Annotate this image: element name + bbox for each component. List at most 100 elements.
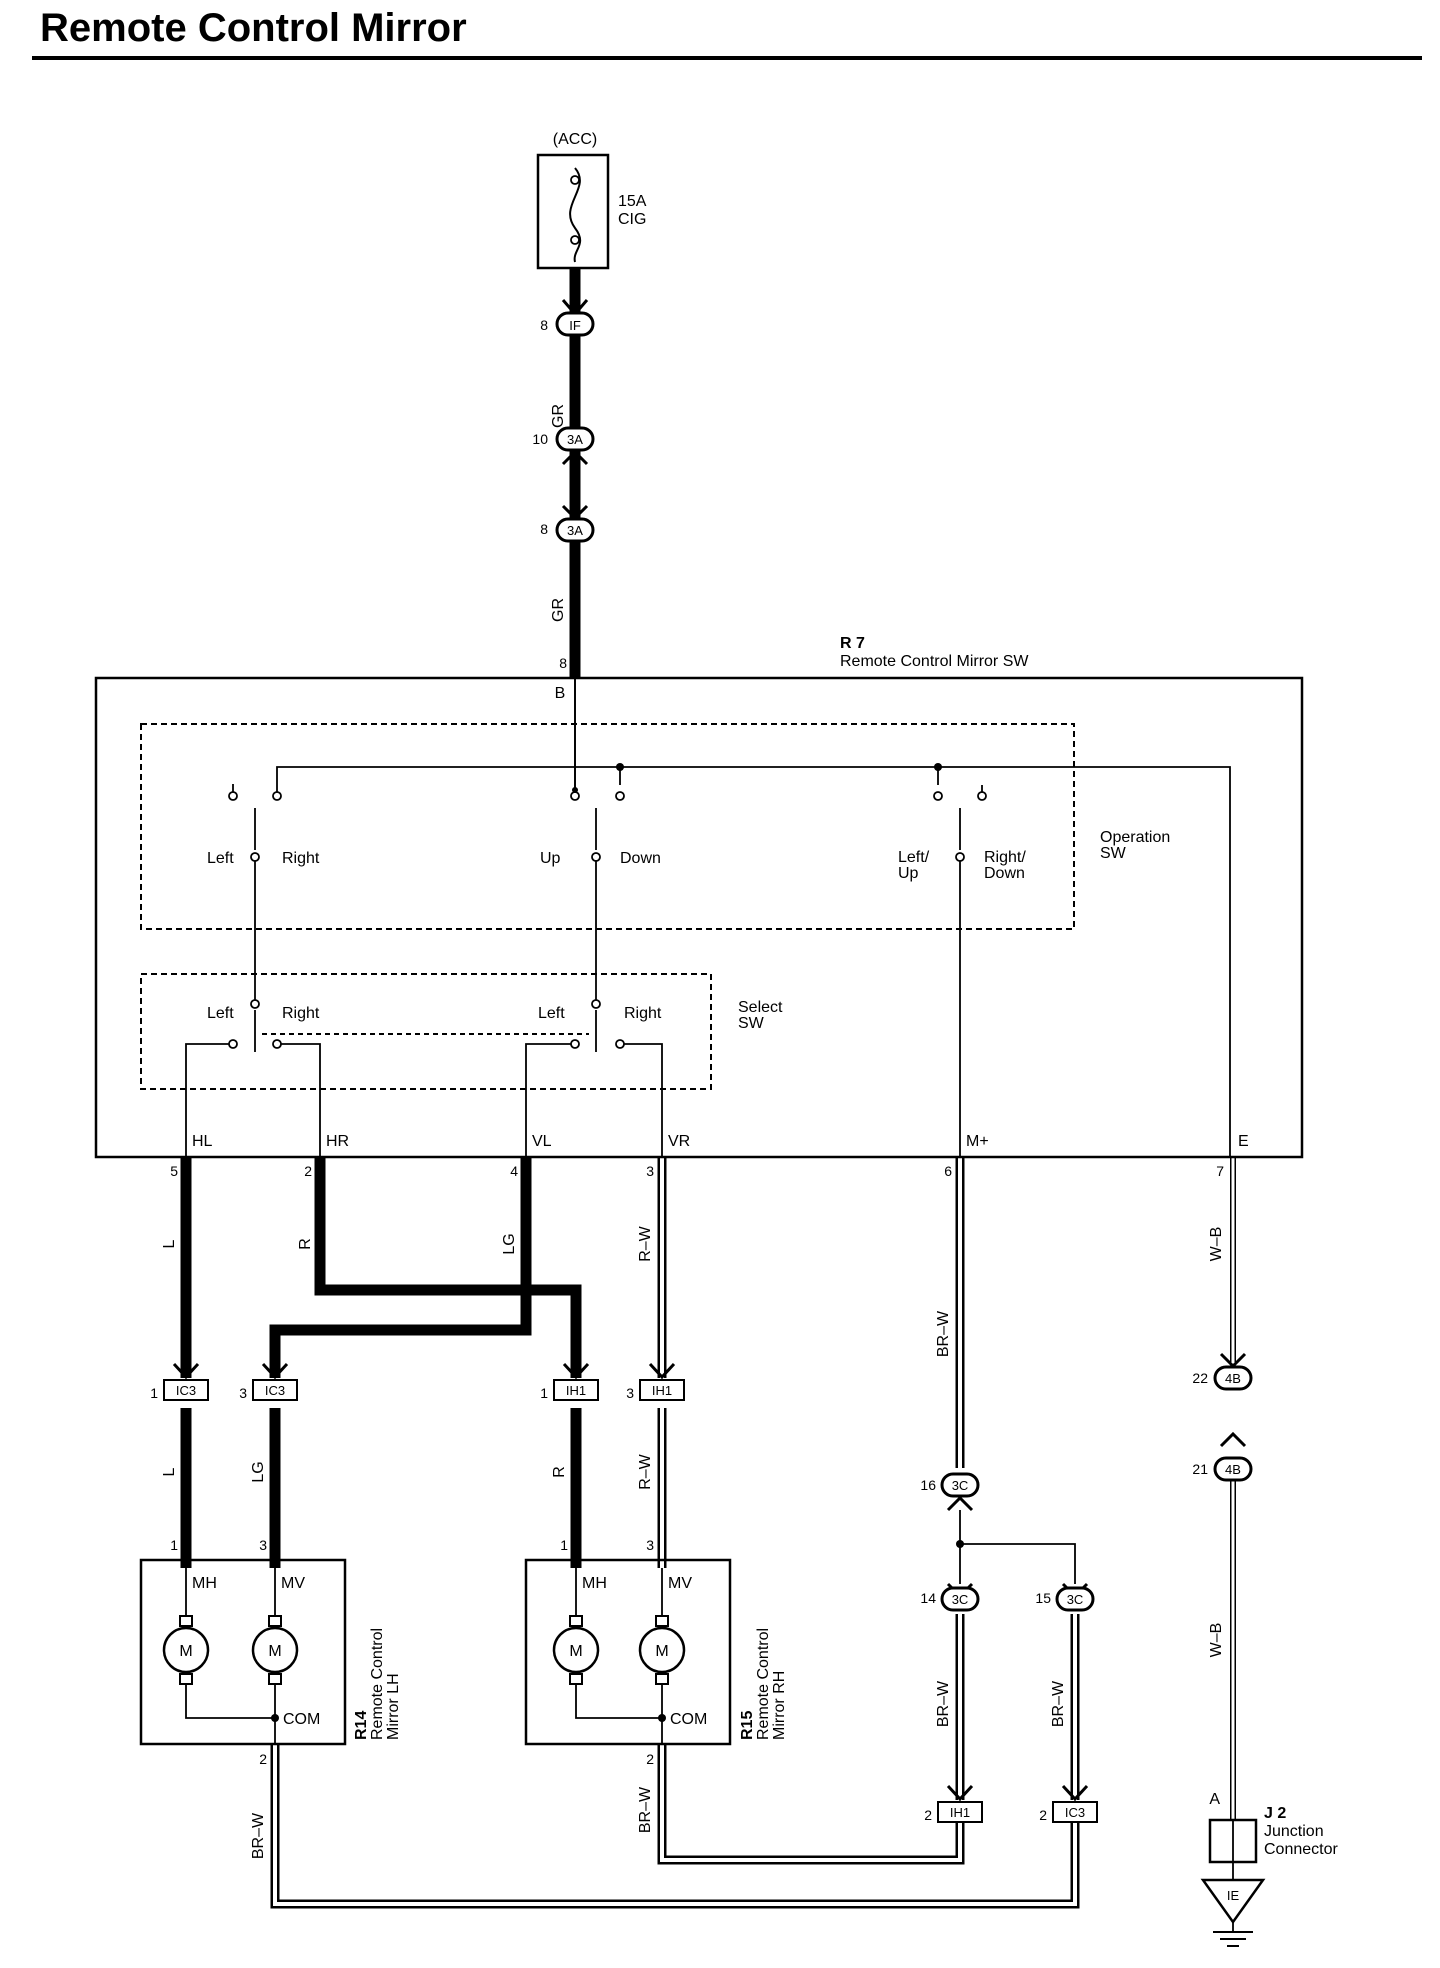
svg-text:15: 15 bbox=[1035, 1590, 1051, 1606]
wire-lg-upper bbox=[269, 1157, 532, 1378]
op-right-down-1: Right/ bbox=[984, 849, 1026, 866]
svg-text:7: 7 bbox=[1216, 1163, 1224, 1179]
mirror-lh-box bbox=[139, 1558, 347, 1746]
svg-text:8: 8 bbox=[540, 521, 548, 537]
svg-text:3: 3 bbox=[239, 1385, 247, 1401]
mirror-rh-box bbox=[524, 1558, 732, 1746]
pin-b-number: 8 bbox=[559, 655, 567, 671]
svg-text:2: 2 bbox=[646, 1751, 654, 1767]
mirror-rh-r15: 1 3 MH MV M M COM 2 R15 Remote Control M… bbox=[524, 1537, 788, 1767]
connector-4b-22: 22 4B bbox=[1192, 1352, 1253, 1391]
svg-text:Mirror LH: Mirror LH bbox=[385, 1673, 402, 1740]
connector-3a-10: 10 3A bbox=[532, 426, 595, 466]
svg-text:IC3: IC3 bbox=[176, 1383, 196, 1398]
op-left-up-1: Left/ bbox=[898, 849, 930, 866]
switch-name: Remote Control Mirror SW bbox=[840, 653, 1029, 670]
fuse-box bbox=[536, 153, 610, 270]
mirror-switch-r7: R 7 Remote Control Mirror SW 8 B Operati… bbox=[94, 635, 1304, 1179]
terminal-mplus: M+ bbox=[966, 1133, 989, 1150]
op-up: Up bbox=[540, 850, 561, 867]
wire-label-gr-upper: GR bbox=[550, 404, 567, 428]
svg-text:BR–W: BR–W bbox=[935, 1310, 952, 1357]
svg-text:R: R bbox=[551, 1466, 568, 1478]
connector-ic3-3: 3 IC3 bbox=[239, 1362, 298, 1401]
acc-label: (ACC) bbox=[553, 131, 597, 148]
svg-text:W–B: W–B bbox=[1208, 1227, 1225, 1262]
select-sw-label-1: Select bbox=[738, 999, 783, 1016]
svg-text:2: 2 bbox=[304, 1163, 312, 1179]
connector-ih1-3: 3 IH1 bbox=[626, 1362, 685, 1401]
connector-if-8: 8 IF bbox=[540, 299, 595, 337]
terminal-vr: VR bbox=[668, 1133, 690, 1150]
svg-text:5: 5 bbox=[170, 1163, 178, 1179]
fuse-rating: 15A bbox=[618, 193, 647, 210]
wire-brw-rh bbox=[657, 1744, 965, 1865]
svg-text:R15: R15 bbox=[739, 1711, 756, 1740]
svg-text:22: 22 bbox=[1192, 1370, 1208, 1386]
svg-text:3C: 3C bbox=[952, 1478, 969, 1493]
svg-text:16: 16 bbox=[920, 1477, 936, 1493]
svg-text:1: 1 bbox=[540, 1385, 548, 1401]
svg-text:MV: MV bbox=[668, 1575, 692, 1592]
connector-ic3-2: 2 IC3 bbox=[1039, 1784, 1098, 1823]
svg-text:MH: MH bbox=[582, 1575, 607, 1592]
wire-r-upper bbox=[314, 1157, 582, 1378]
svg-text:IC3: IC3 bbox=[1065, 1805, 1085, 1820]
svg-text:3A: 3A bbox=[567, 523, 583, 538]
svg-text:W–B: W–B bbox=[1208, 1623, 1225, 1658]
fuse-cig: (ACC) 15A CIG bbox=[536, 131, 647, 270]
switch-code: R 7 bbox=[840, 635, 865, 652]
svg-text:2: 2 bbox=[259, 1751, 267, 1767]
sel-left-2: Left bbox=[538, 1005, 565, 1022]
svg-text:1: 1 bbox=[150, 1385, 158, 1401]
svg-text:4B: 4B bbox=[1225, 1462, 1241, 1477]
svg-text:IH1: IH1 bbox=[652, 1383, 672, 1398]
terminal-hr: HR bbox=[326, 1133, 349, 1150]
svg-text:LG: LG bbox=[250, 1461, 267, 1482]
sel-left-1: Left bbox=[207, 1005, 234, 1022]
motor-lh-v bbox=[251, 1626, 299, 1674]
svg-text:3: 3 bbox=[626, 1385, 634, 1401]
svg-text:Remote Control: Remote Control bbox=[369, 1628, 386, 1740]
connector-4b-21: 21 4B bbox=[1192, 1431, 1253, 1482]
select-sw-box bbox=[140, 973, 712, 1090]
svg-text:4B: 4B bbox=[1225, 1371, 1241, 1386]
svg-text:2: 2 bbox=[1039, 1807, 1047, 1823]
connector-ih1-2: 2 IH1 bbox=[924, 1784, 983, 1823]
svg-text:R–W: R–W bbox=[637, 1225, 654, 1261]
svg-text:IC3: IC3 bbox=[265, 1383, 285, 1398]
op-left: Left bbox=[207, 850, 234, 867]
operation-sw-label-1: Operation bbox=[1100, 829, 1170, 846]
op-down: Down bbox=[620, 850, 661, 867]
svg-text:21: 21 bbox=[1192, 1461, 1208, 1477]
mirror-lh-r14: 1 3 MH MV M M COM 2 R14 Remote Control M… bbox=[139, 1537, 402, 1767]
svg-text:R–W: R–W bbox=[637, 1453, 654, 1489]
fuse-element bbox=[569, 167, 582, 263]
svg-text:3: 3 bbox=[646, 1537, 654, 1553]
svg-text:COM: COM bbox=[283, 1711, 320, 1728]
motor-lh-h bbox=[162, 1626, 210, 1674]
svg-text:3: 3 bbox=[259, 1537, 267, 1553]
svg-text:Remote Control: Remote Control bbox=[755, 1628, 772, 1740]
svg-text:8: 8 bbox=[540, 317, 548, 333]
motor-rh-v bbox=[638, 1626, 686, 1674]
svg-text:10: 10 bbox=[532, 431, 548, 447]
sel-right-2: Right bbox=[624, 1005, 662, 1022]
svg-text:M: M bbox=[655, 1643, 668, 1660]
svg-text:IH1: IH1 bbox=[950, 1805, 970, 1820]
op-left-up-2: Up bbox=[898, 865, 919, 882]
svg-text:LG: LG bbox=[501, 1233, 518, 1254]
select-sw-label-2: SW bbox=[738, 1015, 765, 1032]
connector-3c-16: 16 3C bbox=[920, 1472, 980, 1512]
svg-text:3: 3 bbox=[646, 1163, 654, 1179]
operation-sw-label-2: SW bbox=[1100, 845, 1127, 862]
svg-text:IH1: IH1 bbox=[566, 1383, 586, 1398]
op-right: Right bbox=[282, 850, 320, 867]
svg-text:14: 14 bbox=[920, 1590, 936, 1606]
terminal-hl: HL bbox=[192, 1133, 213, 1150]
svg-text:3A: 3A bbox=[567, 432, 583, 447]
svg-text:L: L bbox=[161, 1467, 178, 1476]
svg-text:BR–W: BR–W bbox=[935, 1680, 952, 1727]
title-divider bbox=[32, 56, 1422, 60]
